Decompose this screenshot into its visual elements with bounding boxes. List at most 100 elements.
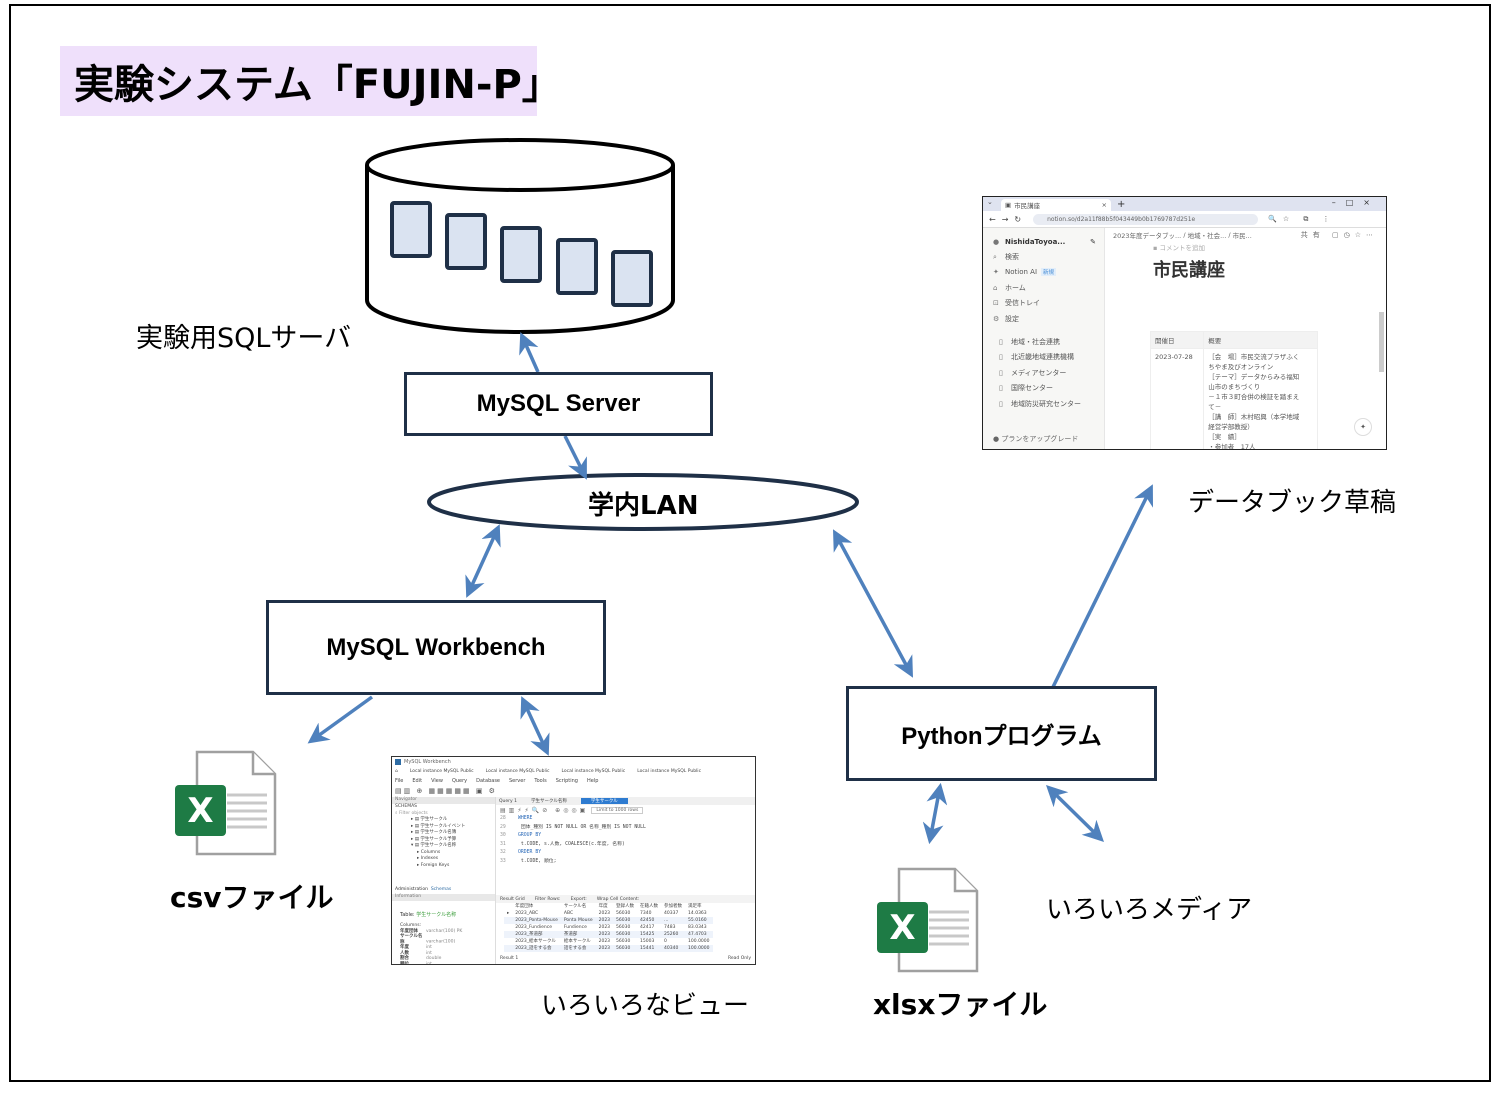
- arrow-lan-workbench: [465, 524, 501, 598]
- history-icon: ◷: [1343, 231, 1355, 239]
- sidebar-page: ▯北近畿地域連携機構: [999, 353, 1074, 362]
- summary-cell: ［会 場］市民交流プラザふくちやま及びオンライン ［テーマ］データからみる福知山市…: [1203, 348, 1318, 450]
- table-row: 2023-07-28 ［会 場］市民交流プラザふくちやま及びオンライン［テーマ］…: [1149, 348, 1318, 450]
- more-icon: ⋯: [1366, 231, 1378, 239]
- schema-table: ▸ ▤ 学生サークル: [411, 817, 448, 822]
- sidebar-page: ▯メディアセンター: [999, 368, 1067, 377]
- db-label: 実験用SQLサーバ: [136, 323, 352, 354]
- summary-line: ちやま及びオンライン: [1208, 363, 1274, 371]
- workbench-screenshot: MySQL Workbench ⌂Local instance MySQL Pu…: [391, 756, 756, 965]
- summary-line: て－: [1208, 403, 1222, 411]
- excel-file-icon: X: [175, 750, 277, 856]
- nav-buttons-icon: ←→↻: [989, 214, 1028, 224]
- views-label: いろいろなビュー: [541, 991, 750, 1021]
- lan-label: 学内LAN: [588, 491, 699, 521]
- sidebar-page: ▯地域・社会連携: [999, 338, 1060, 347]
- url-field: notion.so/d2a11f88b5f043449b0b1769787d25…: [1033, 213, 1259, 225]
- new-page-icon: ✎: [1090, 237, 1096, 246]
- wb-navigator: Navigator SCHEMAS ⌕ Filter objects ▸ ▤ 学…: [392, 797, 496, 964]
- ai-fab-icon: ✦: [1354, 418, 1372, 436]
- schema-subnode: ▸ Columns: [417, 849, 441, 855]
- table-card-icon: [500, 226, 542, 283]
- arrow-python-xlsx: [922, 782, 948, 845]
- new-tab-icon: +: [1117, 198, 1126, 210]
- avatar: ●: [993, 237, 1000, 246]
- sidebar-page: ▯地域防災研究センター: [999, 399, 1081, 408]
- summary-line: ［会 場］市民交流プラザふく: [1208, 353, 1300, 361]
- xlsx-label: xlsxファイル: [873, 988, 1048, 1021]
- add-comment: ▪ コメントを追加: [1153, 244, 1205, 252]
- code-line: 29 団体_種別 IS NOT NULL OR 名称_種別 IS NOT NUL…: [500, 824, 646, 830]
- wb-query-toolbar-icon: ▤▥⚡⚡🔍⊘ ⊕◎◎▣Limit to 1000 rows: [496, 805, 755, 815]
- browser-actions-icon: 🔍☆ ⧉ ⋮: [1268, 214, 1336, 223]
- summary-line: ［テーマ］データからみる福知: [1208, 373, 1300, 381]
- summary-line: 山市のまちづくり: [1208, 383, 1261, 391]
- wb-toolbar-icon: ▤▥ ⊕ ▦▦▦▦▦ ▣ ⚙: [395, 787, 497, 795]
- notion-screenshot: ⌄ ▣ 市民講座 × + –□× ←→↻ notion.so/d2a11f88b…: [982, 196, 1387, 450]
- page-icon: ▯: [999, 384, 1003, 393]
- title-banner: 実験システム「FUJIN-P」: [60, 46, 562, 116]
- address-bar: ←→↻ notion.so/d2a11f88b5f043449b0b176978…: [983, 211, 1386, 228]
- schema-subnode: ▸ Foreign Keys: [417, 862, 450, 868]
- arrow-server-to-lan: [563, 435, 587, 480]
- star-icon: ☆: [1354, 231, 1366, 239]
- home-icon: ⌂: [993, 283, 998, 292]
- window-controls-icon: –□×: [1331, 198, 1380, 207]
- menu-item: Server: [509, 777, 526, 784]
- menu-item: Edit: [412, 777, 423, 784]
- slide-frame: [9, 4, 1491, 1082]
- home-icon: ⌂: [395, 769, 398, 774]
- databook-label: データブック草稿: [1188, 488, 1397, 518]
- scrollbar: [1379, 312, 1384, 372]
- sidebar-item-inbox: ⊡受信トレイ: [993, 299, 1040, 308]
- python-box: Pythonプログラム: [846, 686, 1157, 781]
- summary-line: ［実 績］: [1208, 433, 1241, 441]
- workbench-label: MySQL Workbench: [326, 633, 546, 661]
- menu-item: Tools: [534, 777, 547, 784]
- svg-text:X: X: [187, 791, 213, 831]
- summary-line: 経営学部教授）: [1208, 423, 1254, 431]
- table-card-icon: [390, 201, 432, 258]
- table-card-icon: [611, 250, 653, 307]
- schema-table: ▸ ▤ 学生サークルイベント: [411, 823, 466, 829]
- wb-titlebar: MySQL Workbench: [392, 757, 755, 767]
- excel-file-icon: X: [877, 867, 979, 973]
- page-icon: ▯: [999, 399, 1003, 408]
- menu-item: Help: [586, 777, 599, 784]
- code-line: 31 t.CODE, s.人数, COALESCE(c.年度, 名称): [500, 841, 625, 847]
- arrow-python-media: [1046, 785, 1104, 842]
- code-line: 33 t.CODE, 順位;: [500, 858, 557, 864]
- table-card-icon: [556, 238, 598, 295]
- schema-table: ▸ ▤ 学生サークル名簿: [411, 830, 457, 835]
- arrow-workbench-to-csv: [307, 695, 374, 744]
- mysql-server-label: MySQL Server: [476, 390, 641, 417]
- share-label: 共有: [1300, 231, 1325, 239]
- breadcrumb: 2023年度データブッ... / 地域・社会... / 市民... 共有 ▢◷☆…: [1113, 231, 1378, 240]
- comment-icon: ▢: [1331, 231, 1344, 239]
- notion-favicon-icon: ▣: [1005, 201, 1012, 209]
- browser-tabbar: ⌄ ▣ 市民講座 × + –□×: [983, 197, 1386, 211]
- workbench-box: MySQL Workbench: [266, 600, 606, 695]
- notion-page: 2023年度データブッ... / 地域・社会... / 市民... 共有 ▢◷☆…: [1105, 228, 1386, 450]
- summary-line: ・参加者 17人: [1208, 443, 1256, 450]
- menu-item: File: [395, 777, 404, 784]
- inbox-icon: ⊡: [993, 299, 999, 308]
- slide-title: 実験システム「FUJIN-P」: [74, 62, 562, 108]
- schema-subnode: ▸ Indexes: [417, 856, 439, 861]
